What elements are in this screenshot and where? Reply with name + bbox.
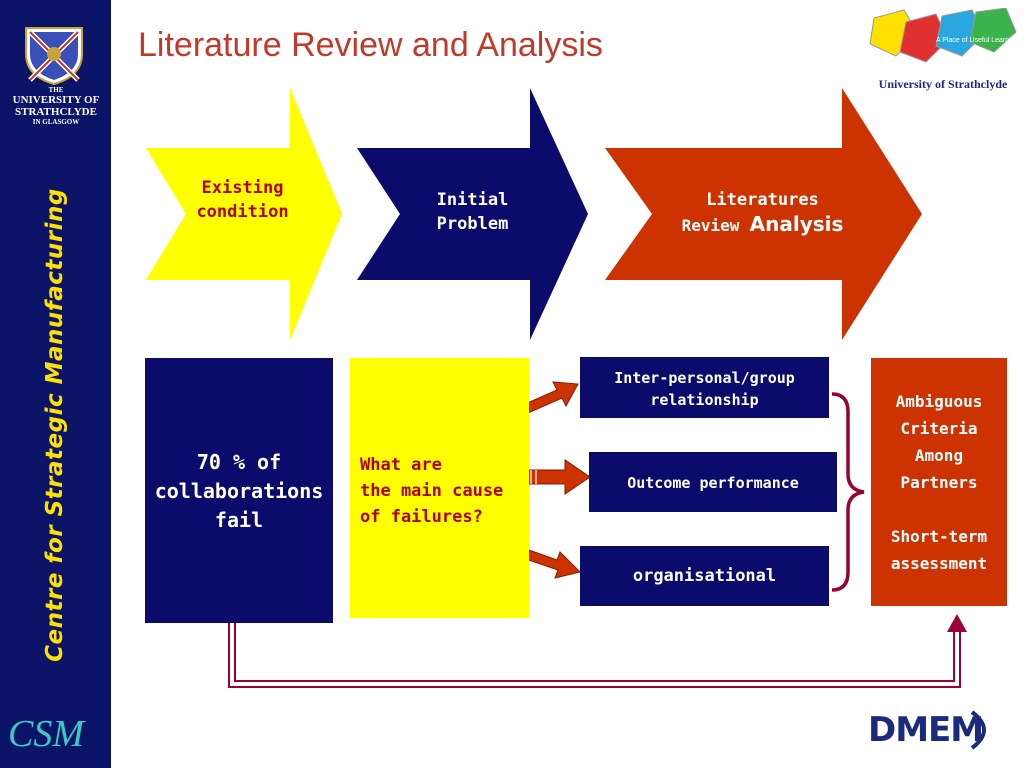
findings-text: Ambiguous Criteria Among Partners Short-… [890,392,988,573]
feedback-connector [228,623,961,688]
question-text: What are the main cause of failures? [360,455,504,527]
strathclyde-logo-icon [869,8,1017,63]
arrow-literature-review [605,88,922,340]
dmem-swoosh-icon [970,710,986,750]
findings-box [871,358,1007,606]
grouping-brace [831,392,865,592]
arrow-label-literature: Literatures Review Analysis [681,190,844,236]
cause-text-organisational: organisational [632,566,777,586]
feedback-arrowhead-icon [947,614,967,632]
arrow-label-existing: Existing condition [196,178,289,222]
arrow-label-initial: Initial Problem [436,190,509,234]
collaboration-failure-text: 70 % of collaborations fail [154,450,324,532]
arrow-existing-condition [146,88,342,340]
csm-logo-icon: CSM [8,713,86,755]
question-box [350,358,529,618]
dmem-logo: DMEM [868,710,984,750]
cause-box-outcome [589,452,837,512]
university-crest-icon [25,27,83,86]
collaboration-failure-box [145,358,333,623]
cause-text-outcome: Outcome performance [627,474,799,492]
university-wordmark: THE UNIVERSITY OF STRATHCLYDE IN GLASGOW [12,86,100,126]
cause-text-interpersonal: Inter-personal/group relationship [614,369,795,409]
arrow-initial-problem [357,88,588,340]
slide-title: Literature Review and Analysis [138,26,603,64]
sidebar: THE UNIVERSITY OF STRATHCLYDE IN GLASGOW… [0,0,111,768]
csm-logo-text: CSM [8,713,86,755]
logo-tagline: A Place of Useful Learning [936,37,1019,44]
logo-caption: University of Strathclyde [878,77,1008,91]
pointer-arrow-2 [521,459,591,495]
cause-box-interpersonal [580,357,829,418]
cause-box-organisational [580,546,829,606]
csm-logo: CSM [6,712,106,756]
